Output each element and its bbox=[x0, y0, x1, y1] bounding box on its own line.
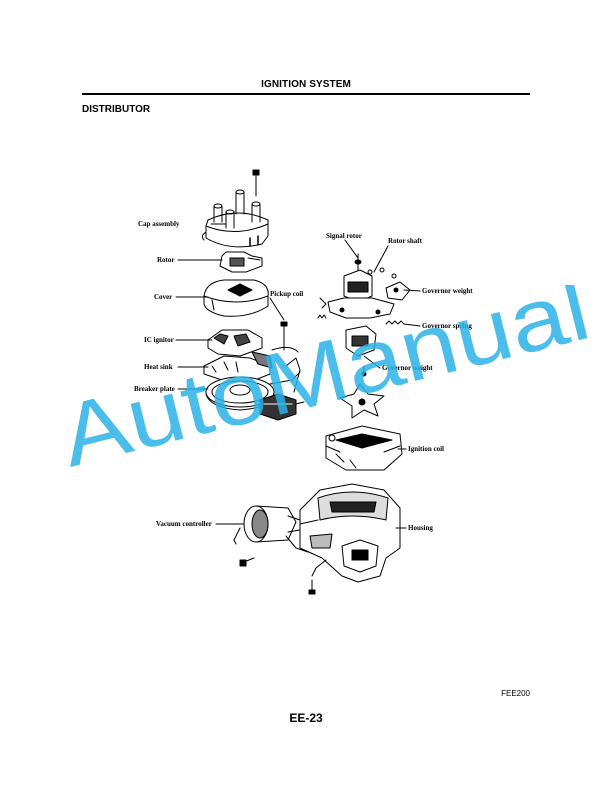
ignition-coil-drawing bbox=[325, 425, 403, 471]
figure-code: FEE200 bbox=[501, 689, 530, 698]
label-housing: Housing bbox=[408, 524, 433, 532]
rotor-shaft-drawing bbox=[319, 253, 411, 319]
label-governor-weight-top: Governor weight bbox=[422, 287, 473, 295]
vacuum-controller-drawing bbox=[233, 505, 319, 567]
label-heat-sink: Heat sink bbox=[144, 363, 173, 371]
cover-drawing bbox=[203, 279, 269, 317]
pickup-coil-connector-drawing bbox=[259, 393, 305, 421]
label-governor-weight: Governor weight bbox=[382, 364, 433, 372]
label-ic-ignitor: IC ignitor bbox=[144, 336, 174, 344]
breaker-plate-drawing bbox=[205, 357, 301, 411]
housing-drawing bbox=[299, 483, 401, 595]
page-number: EE-23 bbox=[289, 711, 323, 725]
label-governor-spring: Governor spring bbox=[422, 322, 472, 330]
signal-rotor-plate-drawing bbox=[339, 383, 385, 419]
label-rotor: Rotor bbox=[157, 256, 175, 264]
section-title: DISTRIBUTOR bbox=[82, 104, 151, 115]
page-header-title: IGNITION SYSTEM bbox=[261, 79, 351, 90]
label-vacuum-controller: Vacuum controller bbox=[156, 520, 212, 528]
governor-spring-drawing bbox=[317, 314, 405, 325]
label-cap-assembly: Cap assembly bbox=[138, 220, 180, 228]
label-rotor-shaft: Rotor shaft bbox=[388, 237, 423, 245]
label-cover: Cover bbox=[154, 293, 172, 301]
label-ignition-coil: Ignition coil bbox=[408, 445, 444, 453]
ic-ignitor-drawing bbox=[207, 321, 288, 357]
leader-lines bbox=[175, 223, 421, 529]
governor-weight-drawing bbox=[345, 325, 377, 377]
rotor-drawing bbox=[219, 251, 263, 273]
cap-assembly-drawing bbox=[201, 189, 269, 248]
label-pickup-coil: Pickup coil bbox=[270, 290, 303, 298]
label-signal-rotor: Signal rotor bbox=[326, 232, 362, 240]
header-rule bbox=[82, 93, 530, 95]
label-breaker-plate: Breaker plate bbox=[134, 385, 175, 393]
heat-sink-drawing bbox=[203, 346, 299, 383]
cap-screw-drawing bbox=[252, 169, 260, 197]
